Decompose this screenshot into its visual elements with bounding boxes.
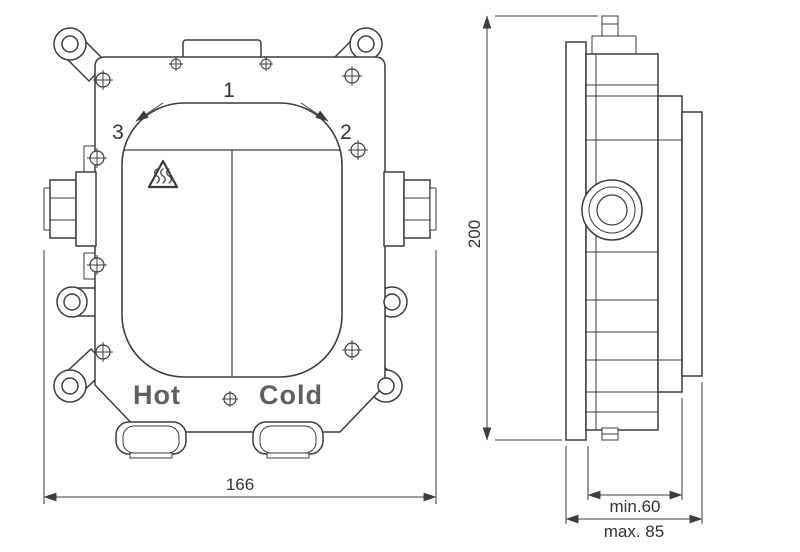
cold-engraving: Cold — [259, 380, 323, 410]
hot-surface-warning-icon — [147, 159, 179, 189]
phillips-screw-icon — [87, 148, 107, 168]
step-label-3: 3 — [112, 121, 124, 144]
step-label-2: 2 — [340, 121, 352, 144]
top-screw — [601, 15, 619, 37]
phillips-screw-icon — [222, 391, 238, 407]
mounting-hole — [61, 35, 79, 53]
dimension-depth-max: max. 85 — [565, 382, 703, 541]
phillips-screw-icon — [93, 342, 113, 362]
side-port-circle — [581, 179, 643, 241]
phillips-screw-icon — [169, 57, 183, 71]
bottom-screw — [601, 427, 619, 441]
hot-inlet-port — [115, 421, 187, 459]
hot-engraving: Hot — [133, 380, 181, 410]
side-port-left — [43, 171, 97, 247]
step-arrow-3 — [135, 102, 164, 122]
dimension-depth-min: min.60 — [587, 398, 683, 516]
back-housing — [657, 95, 683, 393]
dimension-height: 200 — [465, 15, 598, 441]
mounting-hole — [357, 35, 375, 53]
valve-cover-plate — [121, 102, 343, 378]
phillips-screw-icon — [342, 340, 362, 360]
side-view — [565, 15, 703, 441]
side-port-right — [383, 171, 437, 247]
mounting-hole — [61, 377, 79, 395]
phillips-screw-icon — [259, 57, 273, 71]
top-flange — [591, 35, 637, 55]
phillips-screw-icon — [342, 66, 362, 86]
back-housing-extension — [681, 111, 703, 377]
phillips-screw-icon — [348, 140, 368, 160]
phillips-screw-icon — [87, 255, 107, 275]
step-arrow-2 — [300, 102, 329, 122]
side-mounting-plate — [565, 41, 587, 441]
phillips-screw-icon — [93, 70, 113, 90]
dimension-width: 166 — [43, 250, 437, 504]
valve-body — [585, 53, 659, 431]
step-label-1: 1 — [223, 79, 235, 102]
depth-min-dimension-label: min.60 — [609, 497, 660, 516]
body-flange-lines — [586, 84, 658, 413]
mounting-hole — [377, 377, 395, 395]
mounting-hole — [383, 293, 401, 311]
width-dimension-label: 166 — [226, 475, 254, 494]
depth-max-dimension-label: max. 85 — [604, 522, 664, 541]
cold-inlet-port — [252, 421, 324, 459]
mounting-hole — [63, 293, 81, 311]
height-dimension-label: 200 — [465, 220, 484, 248]
front-view: 1 3 2 Hot Cold — [43, 27, 437, 459]
